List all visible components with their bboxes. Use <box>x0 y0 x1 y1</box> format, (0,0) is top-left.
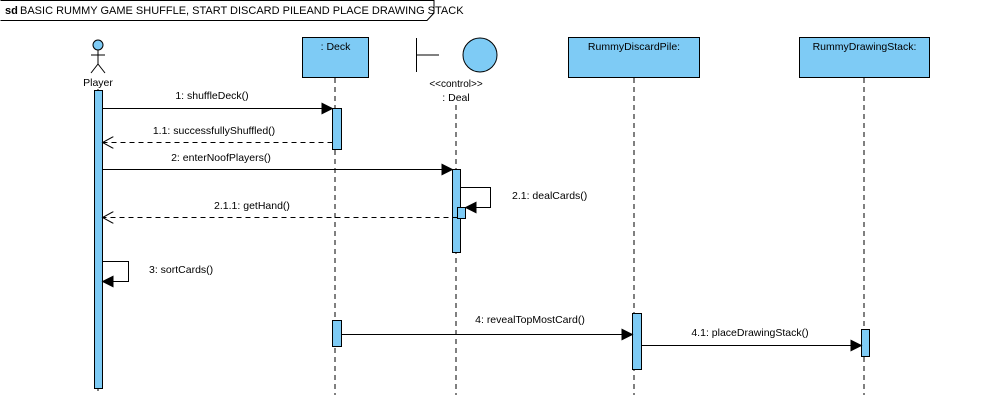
drawing-activation <box>861 329 870 357</box>
message-label: 2.1.1: getHand() <box>214 200 290 212</box>
frame-keyword: sd <box>5 5 18 17</box>
message-reveal-top-most-card[interactable]: 4: revealTopMostCard() <box>341 314 634 341</box>
deal-stereotype: <<control>> <box>429 79 483 90</box>
player-actor[interactable]: Player <box>83 39 113 89</box>
deal-label: : Deal <box>442 92 469 104</box>
message-label: 2: enterNoofPlayers() <box>171 152 271 164</box>
deck-lifeline-head[interactable]: : Deck <box>302 37 369 78</box>
message-successfully-shuffled[interactable]: 1.1: successfullyShuffled() <box>103 125 333 143</box>
deal-nested-activation <box>457 207 466 219</box>
message-sort-cards[interactable]: 3: sortCards() <box>101 261 214 288</box>
discard-activation <box>632 313 642 370</box>
message-place-drawing-stack[interactable]: 4.1: placeDrawingStack() <box>641 327 863 352</box>
message-label: 3: sortCards() <box>149 264 213 276</box>
drawing-label: RummyDrawingStack: <box>813 41 917 53</box>
actor-icon <box>90 39 106 74</box>
deal-lifeline-head[interactable]: <<control>> : Deal <box>416 37 498 104</box>
message-label: 4.1: placeDrawingStack() <box>691 327 808 339</box>
deck-label: : Deck <box>321 41 352 53</box>
deck-activation-2 <box>332 320 342 347</box>
frame-title: BASIC RUMMY GAME SHUFFLE, START DISCARD … <box>20 5 464 17</box>
message-label: 4: revealTopMostCard() <box>475 314 585 326</box>
control-icon <box>416 37 498 73</box>
message-shuffle-deck[interactable]: 1: shuffleDeck() <box>102 90 334 115</box>
drawing-lifeline-head[interactable]: RummyDrawingStack: <box>799 37 930 78</box>
frame-header: sd BASIC RUMMY GAME SHUFFLE, START DISCA… <box>0 0 464 21</box>
deck-activation-1 <box>332 108 342 150</box>
message-enter-no-of-players[interactable]: 2: enterNoofPlayers() <box>102 152 454 176</box>
message-label: 1.1: successfullyShuffled() <box>153 125 275 137</box>
discard-lifeline-head[interactable]: RummyDiscardPile: <box>568 37 700 78</box>
player-label: Player <box>83 77 113 89</box>
activation-bars <box>94 90 870 389</box>
discard-label: RummyDiscardPile: <box>588 41 680 53</box>
player-activation <box>94 90 103 389</box>
message-deal-cards[interactable]: 2.1: dealCards() <box>460 187 588 214</box>
message-get-hand[interactable]: 2.1.1: getHand() <box>103 200 458 218</box>
message-label: 1: shuffleDeck() <box>175 90 248 102</box>
message-label: 2.1: dealCards() <box>512 190 587 202</box>
